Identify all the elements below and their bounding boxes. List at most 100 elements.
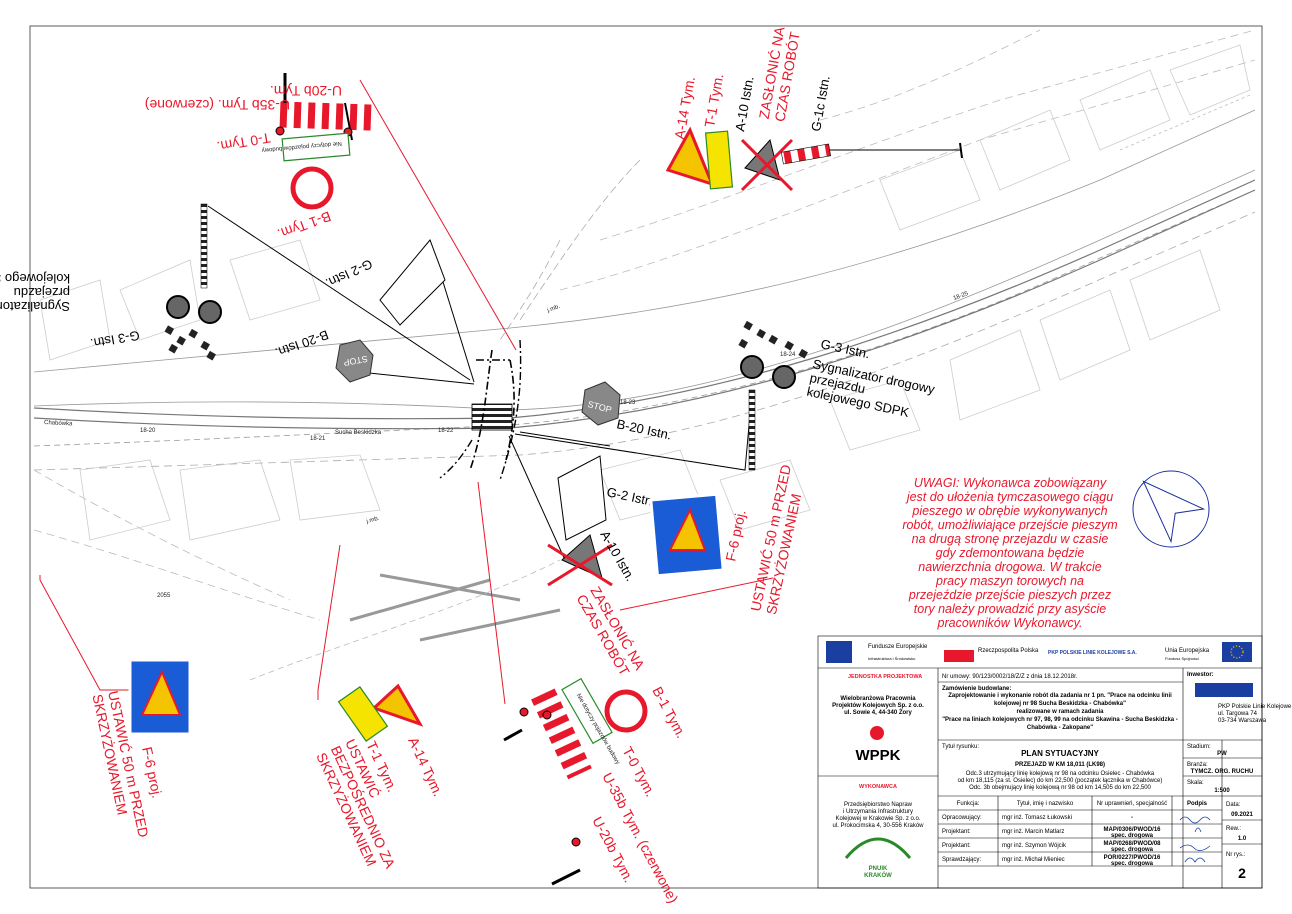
tb-desc: Odc.3 utrzymujący linię kolejową nr 98 n… <box>958 771 1163 791</box>
eu-stars-icon <box>1230 645 1244 659</box>
tb-inwestor-addr: PKP Polskie Linie Kolejowe S.A.ul. Targo… <box>1218 704 1292 724</box>
tb-zamowienie: Zaprojektowanie i wykonanie robót dla za… <box>942 693 1178 731</box>
tb-row-funkcja: Projektant: <box>942 843 971 849</box>
stop-text-tl: STOP <box>343 354 369 368</box>
wppk-logo-icon <box>870 726 884 740</box>
sheet-frame <box>29 25 1263 889</box>
sign-label-a10-c: A-10 Istn. <box>597 528 638 584</box>
cross-out-a10-tr <box>740 138 794 192</box>
sign-label-g2-tl: G-2 Istn. <box>323 256 375 291</box>
fe-logo <box>826 641 852 663</box>
t1-sign-b <box>337 686 389 742</box>
signal-lamp-2-r <box>772 365 796 389</box>
sign-label-a14-tr: A-14 Tym. <box>671 75 698 140</box>
background-map <box>33 29 1256 681</box>
tb-inwestor: Inwestor: <box>1187 672 1214 678</box>
tb-rew: 1.0 <box>1238 836 1247 842</box>
tb-funds: Fundusze Europejskie <box>868 644 928 650</box>
sign-label-sygn-r: Sygnalizator drogowyprzejazdukolejowego … <box>806 356 937 424</box>
signal-lamp-1-tl <box>166 295 190 319</box>
tb-row-name: mgr inż. Szymon Wójcik <box>1002 843 1067 849</box>
a14-sign-b <box>371 683 424 727</box>
tb-rows: Opracowujący: mgr inż. Tomasz Łukowski - Pr… <box>942 815 1161 867</box>
g2-sign-tl <box>379 239 446 326</box>
tb-przejazd: PRZEJAZD W KM 18,011 (LK98) <box>1015 762 1105 768</box>
sign-label-g3-r: G-3 Istn. <box>819 336 871 361</box>
sign-label-g3-tl: G-3 Istn. <box>89 328 141 351</box>
railway-crossing <box>439 339 522 481</box>
tb-jedn-proj: JEDNOSTKA PROJEKTOWA <box>848 674 922 680</box>
mb-label-1: j.mb. <box>546 304 562 315</box>
tb-col-nr: Nr uprawnień, specjalność <box>1097 801 1167 807</box>
signal-lamp-1-r <box>740 355 764 379</box>
tb-branza-lbl: Branża: <box>1187 762 1208 768</box>
tb-stadium-lbl: Stadium: <box>1187 744 1211 750</box>
signal-reflectors-r <box>738 320 808 359</box>
tb-col-podpis: Podpis <box>1187 801 1208 807</box>
f6-sign-r-symbol <box>668 507 707 551</box>
signal-reflectors-tl <box>164 325 216 361</box>
sign-label-u35b-tl: U-35b Tym. (czerwone) <box>145 97 290 113</box>
tb-row-name: mgr inż. Marcin Matlarz <box>1002 829 1064 835</box>
tb-ue-sub: Fundusz Spójności <box>1165 656 1199 661</box>
tb-data-lbl: Data: <box>1226 802 1241 808</box>
tb-nr: 2 <box>1238 865 1246 881</box>
sign-label-a10-tr: A-10 Istn. <box>732 75 756 132</box>
tb-skala: 1:500 <box>1214 788 1230 794</box>
tb-rp: Rzeczpospolita Polska <box>978 648 1039 654</box>
tb-row-funkcja: Opracowujący: <box>942 815 982 821</box>
sign-label-a14-b: A-14 Tym. <box>405 735 446 799</box>
tb-branza: TYMCZ. ORG. RUCHU <box>1191 769 1254 775</box>
tb-row-uprawnienia: - <box>1131 815 1133 821</box>
street-label-chabowka: Chabówka <box>44 420 73 428</box>
barrier-u20b-bottom <box>503 686 592 886</box>
tb-wppk: WPPK <box>856 747 901 764</box>
street-label-sucha: Sucha Beskidzka <box>335 430 382 436</box>
km-label-2: 18-21 <box>310 436 326 442</box>
tb-col-tytul: Tytuł, imię i nazwisko <box>1017 801 1074 807</box>
signatures <box>1179 816 1211 863</box>
eu-flag <box>1222 642 1252 662</box>
tb-nr-lbl: Nr rys.: <box>1226 852 1246 858</box>
km-label-1: 18-20 <box>140 428 156 434</box>
tb-data: 09.2021 <box>1231 812 1253 818</box>
sign-label-g2-r: G-2 Istn. <box>605 484 657 509</box>
sign-label-b1-b: B-1 Tym. <box>649 684 689 741</box>
panel-b <box>561 677 613 745</box>
km-label-4: 18-23 <box>620 400 636 406</box>
tb-row-funkcja: Sprawdzający: <box>942 857 981 863</box>
stop-sign-tl <box>335 339 374 383</box>
title-block <box>817 635 1263 889</box>
plk-logo <box>1195 683 1253 697</box>
b1-sign-b <box>604 689 648 733</box>
number-2055: 2055 <box>157 593 171 599</box>
tb-funds-sub: Infrastruktura i Środowisko <box>868 656 916 661</box>
signal-pole-r <box>748 389 756 471</box>
signal-lamp-2-tl <box>198 300 222 324</box>
tb-umowa: Nr umowy: 90/123/0002/18/Z/Z z dnia 18.1… <box>942 674 1078 680</box>
sign-label-zaslonic-c: ZASŁONIĆ NACZAS ROBÓT <box>574 584 649 681</box>
sign-label-b20-r: B-20 Istn. <box>615 416 673 442</box>
km-label-3: 18-22 <box>438 428 454 434</box>
t1-sign-tr <box>704 130 734 190</box>
g1c-sign-tr <box>780 143 832 165</box>
tb-wykonawca: WYKONAWCA <box>859 784 897 790</box>
signal-pole-tl <box>200 203 208 289</box>
a14-sign-tr <box>665 126 715 187</box>
km-label-6: 18-25 <box>953 291 970 302</box>
tb-row-funkcja: Projektant: <box>942 829 971 835</box>
sign-label-b1-tl: B-1 Tym. <box>275 208 333 242</box>
sign-label-sygn-tl: Sygnalizator drogowyprzejazdukolejowego … <box>0 271 70 314</box>
tb-row-name: mgr inż. Tomasz Łukowski <box>1002 815 1072 821</box>
tb-row-name: mgr inż. Michał Mieniec <box>1002 857 1065 863</box>
rp-flag <box>944 650 974 662</box>
sign-label-zaslonic-tr: ZASŁONIĆ NACZAS ROBÓT <box>756 25 804 123</box>
g1c-pole-tr <box>959 142 963 159</box>
tb-skala-lbl: Skala: <box>1187 780 1204 786</box>
